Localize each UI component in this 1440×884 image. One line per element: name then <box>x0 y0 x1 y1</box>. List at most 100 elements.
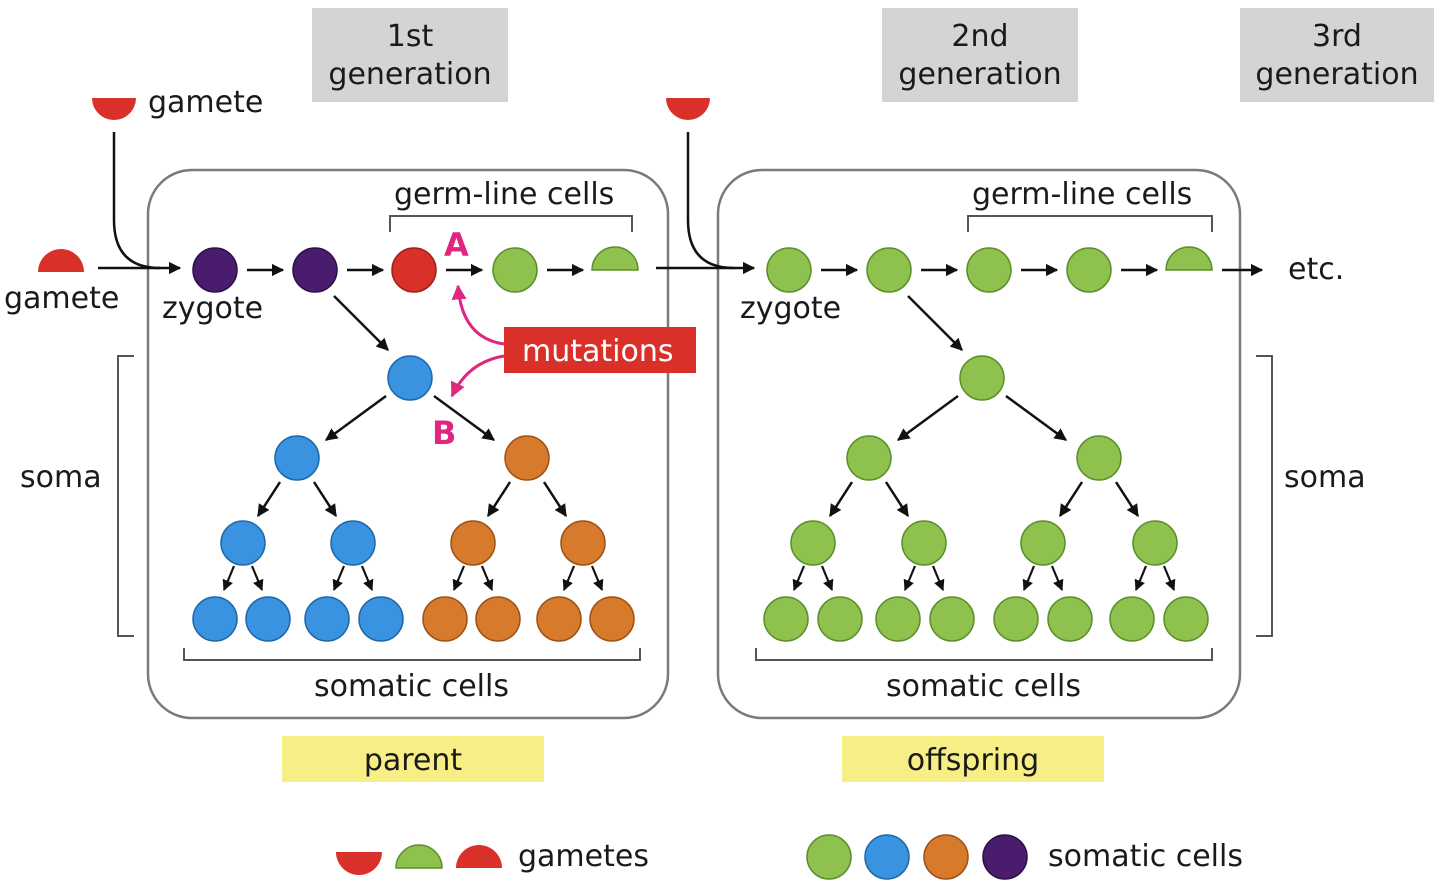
somatic-cell-orange <box>475 596 521 642</box>
somatic-cell-green <box>817 596 863 642</box>
soma-arrow <box>562 565 576 592</box>
soma-arrow <box>1114 481 1140 518</box>
generation-2-line-1: 2nd <box>951 19 1008 54</box>
somatic-cell-orange <box>589 596 635 642</box>
generation-header-2: 2nd generation <box>882 8 1078 102</box>
germline-gamete-green <box>1165 246 1213 271</box>
somatic-cell-green <box>1163 596 1209 642</box>
soma-arrow <box>250 565 264 592</box>
parent-label: parent <box>364 743 463 778</box>
soma-arrow <box>1162 565 1176 592</box>
generation-1-line-1: 1st <box>387 19 434 54</box>
somatic-bracket-2 <box>755 648 1213 661</box>
germline-label-2: germ-line cells <box>972 177 1192 212</box>
germline-bracket-1 <box>389 215 633 232</box>
somatic-cell-blue <box>192 596 238 642</box>
parent-label-box <box>282 736 544 782</box>
soma-bracket-left <box>117 355 134 637</box>
legend-gamete-red-down-icon <box>336 852 382 875</box>
somatic-cell-green <box>763 596 809 642</box>
soma-arrow <box>1050 565 1064 592</box>
somatic-cell-green <box>1076 435 1122 481</box>
germline-bracket-2 <box>967 215 1213 232</box>
soma-arrow <box>792 565 806 592</box>
generation-3-line-2: generation <box>1255 57 1418 92</box>
soma-arrow <box>1134 565 1148 592</box>
offspring-label-box <box>842 736 1104 782</box>
soma-arrow <box>480 565 494 592</box>
somatic-cell-green <box>875 596 921 642</box>
mutation-arrow-a <box>451 284 505 346</box>
soma-arrow <box>256 481 282 518</box>
soma-arrow <box>332 565 346 592</box>
gamete-top-right-icon <box>666 98 710 120</box>
somatic-cell-orange <box>422 596 468 642</box>
germline-cell-green <box>966 247 1012 293</box>
somatic-cell-green <box>929 596 975 642</box>
soma-arrow <box>931 565 945 592</box>
mutation-a-label: A <box>444 226 469 264</box>
soma-label-left: soma <box>20 460 102 495</box>
soma-arrow <box>360 565 374 592</box>
parent-organism-box <box>146 168 670 720</box>
zygote-cell-2 <box>766 247 812 293</box>
generation-2-line-2: generation <box>898 57 1061 92</box>
soma-arrow <box>433 394 496 442</box>
germline-cell-green <box>492 247 538 293</box>
etc-label: etc. <box>1288 252 1344 287</box>
somatic-cell-green <box>901 520 947 566</box>
somatic-cell-green <box>1132 520 1178 566</box>
soma-arrow <box>896 394 959 442</box>
gamete-top-label: gamete <box>148 85 263 120</box>
somatic-cell-green <box>1020 520 1066 566</box>
mutation-b-label: B <box>432 414 456 452</box>
soma-arrow <box>1058 481 1084 518</box>
generation-header-1: 1st generation <box>312 8 508 102</box>
soma-arrow <box>903 565 917 592</box>
legend-orange-cell-icon <box>923 834 969 880</box>
somatic-label-2: somatic cells <box>886 669 1081 704</box>
somatic-cell-orange <box>504 435 550 481</box>
soma-arrow <box>542 481 568 518</box>
zygote-cell-1 <box>192 247 238 293</box>
soma-arrow <box>907 295 963 351</box>
somatic-cell-green <box>846 435 892 481</box>
soma-arrow <box>452 565 466 592</box>
mutation-arrow-b <box>450 354 505 398</box>
somatic-cell-blue <box>274 435 320 481</box>
offspring-label: offspring <box>907 743 1039 778</box>
soma-arrow <box>828 481 854 518</box>
soma-arrow <box>324 394 387 442</box>
somatic-cell-green <box>959 355 1005 401</box>
soma-arrow <box>820 565 834 592</box>
generation-header-3: 3rd generation <box>1240 8 1434 102</box>
somatic-cell-blue <box>304 596 350 642</box>
legend-blue-cell-icon <box>864 834 910 880</box>
somatic-cell-green <box>790 520 836 566</box>
soma-arrow <box>486 481 512 518</box>
legend-gamete-green-up-icon <box>395 844 443 869</box>
germline-cell-red <box>391 247 437 293</box>
germline-cell-green <box>1066 247 1112 293</box>
somatic-cell-orange <box>536 596 582 642</box>
somatic-cell-blue <box>358 596 404 642</box>
somatic-cell-blue <box>330 520 376 566</box>
gamete-left-icon <box>38 249 84 272</box>
germline-gamete-green <box>591 246 639 271</box>
gamete-left-label: gamete <box>4 281 119 316</box>
somatic-cell-green <box>993 596 1039 642</box>
somatic-cell-green <box>1047 596 1093 642</box>
germline-label-1: germ-line cells <box>394 177 614 212</box>
germline-cell-purple <box>292 247 338 293</box>
germline-cell-green <box>866 247 912 293</box>
somatic-cell-green <box>1109 596 1155 642</box>
mutations-box <box>504 327 696 373</box>
gamete-top-left-icon <box>92 98 136 120</box>
soma-bracket-right <box>1256 355 1273 637</box>
somatic-bracket-1 <box>183 648 641 661</box>
generation-1-line-2: generation <box>328 57 491 92</box>
legend-gametes-label: gametes <box>518 839 649 874</box>
legend-gamete-red-up-icon <box>456 845 502 868</box>
